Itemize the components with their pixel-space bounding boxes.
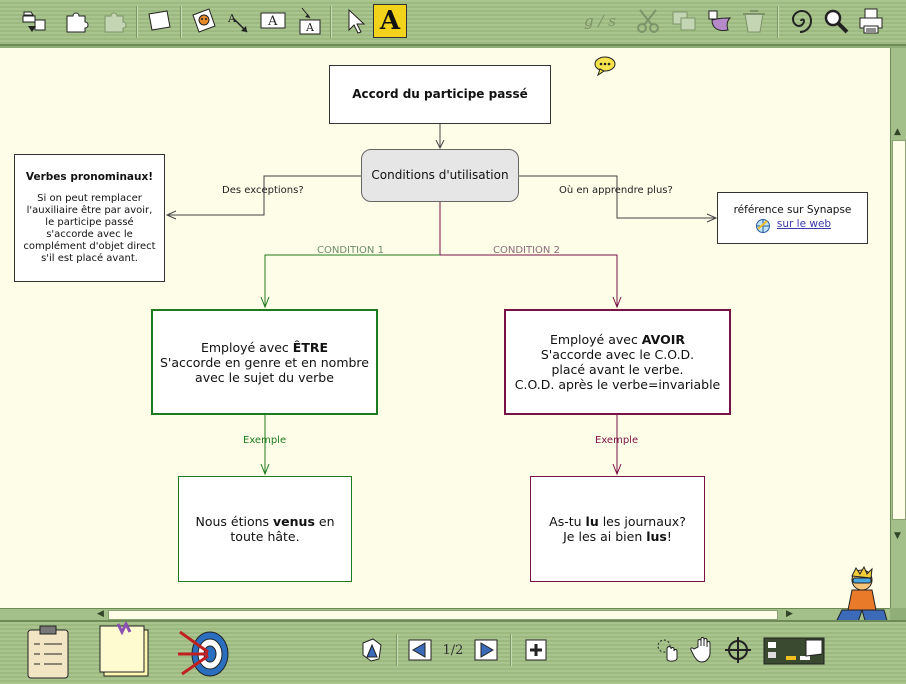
map-links	[165, 124, 718, 476]
globe-icon	[755, 218, 770, 233]
next-page-icon[interactable]	[470, 634, 502, 666]
conditions-node[interactable]: Conditions d'utilisation	[361, 149, 519, 202]
select-hand-icon[interactable]	[652, 634, 684, 666]
page-indicator: 1/2	[442, 642, 464, 658]
pointer-icon[interactable]	[340, 5, 372, 37]
pronominaux-node[interactable]: Verbes pronominaux! Si on peut remplacer…	[14, 154, 165, 282]
magnifier-icon[interactable]	[820, 5, 852, 37]
previous-page-icon[interactable]	[404, 634, 436, 666]
text-arrow-icon[interactable]: A	[222, 5, 254, 37]
spiral-icon[interactable]	[785, 5, 817, 37]
condition-1-label: CONDITION 1	[317, 245, 384, 256]
scroll-up-icon[interactable]: ▲	[894, 127, 901, 137]
svg-text:A: A	[267, 14, 278, 29]
checklist-icon[interactable]	[22, 624, 74, 680]
condition-2-label: CONDITION 2	[493, 245, 560, 256]
learn-more-link-label: Où en apprendre plus?	[559, 185, 673, 196]
scissors-icon	[633, 5, 665, 37]
horizontal-scroll-thumb[interactable]	[108, 610, 778, 620]
picture-icon[interactable]	[188, 5, 220, 37]
text-style-icon: g / s	[584, 12, 616, 30]
vertical-scroll-thumb[interactable]	[892, 140, 906, 520]
exemple-label-avoir: Exemple	[595, 435, 639, 446]
top-toolbar: A A A A g / s	[0, 0, 906, 46]
trash-icon	[738, 5, 770, 37]
text-link-icon[interactable]: A	[293, 5, 325, 37]
example-etre-node[interactable]: Nous étions venus en toute hâte.	[178, 476, 352, 582]
bottom-toolbar: 1/2	[0, 620, 906, 684]
scroll-right-icon[interactable]: ▶	[786, 609, 793, 619]
sticky-note-icon[interactable]	[98, 622, 154, 680]
comment-bubble-icon[interactable]	[594, 56, 618, 80]
example-avoir-node[interactable]: As-tu lu les journaux? Je les ai bien lu…	[530, 476, 705, 582]
horizontal-scrollbar[interactable]: ◀ ▶	[0, 608, 890, 620]
target-icon[interactable]	[176, 624, 232, 680]
svg-text:A: A	[305, 21, 315, 34]
crosshair-icon[interactable]	[722, 634, 754, 666]
exemple-label-etre: Exemple	[243, 435, 287, 446]
move-nodes-icon[interactable]	[18, 5, 50, 37]
etre-node[interactable]: Employé avec ÊTRE S'accorde en genre et …	[151, 309, 378, 415]
reference-node[interactable]: référence sur Synapse sur le web	[717, 192, 868, 244]
text-box-icon[interactable]: A	[257, 5, 289, 37]
concept-map-canvas[interactable]: Accord du participe passé Conditions d'u…	[0, 48, 890, 608]
scroll-down-icon[interactable]: ▼	[894, 531, 901, 541]
paste-icon[interactable]	[703, 5, 735, 37]
navigator-icon[interactable]	[762, 636, 828, 666]
scroll-left-icon[interactable]: ◀	[97, 609, 104, 619]
map-title-node[interactable]: Accord du participe passé	[329, 65, 551, 124]
add-page-icon[interactable]	[520, 634, 552, 666]
pan-hand-icon[interactable]	[688, 634, 720, 666]
highlight-text-icon[interactable]: A	[373, 4, 407, 38]
home-icon[interactable]	[356, 634, 388, 666]
svg-text:A: A	[227, 12, 237, 25]
web-link[interactable]: sur le web	[776, 218, 832, 230]
puzzle-icon[interactable]	[60, 5, 92, 37]
printer-icon[interactable]	[855, 5, 887, 37]
exceptions-link-label: Des exceptions?	[222, 185, 304, 196]
blank-page-icon[interactable]	[143, 5, 175, 37]
puzzle-disabled-icon	[98, 5, 130, 37]
copy-icon	[668, 5, 700, 37]
vertical-scrollbar[interactable]: ▲ ▼	[890, 48, 906, 608]
avoir-node[interactable]: Employé avec AVOIR S'accorde avec le C.O…	[504, 309, 731, 415]
